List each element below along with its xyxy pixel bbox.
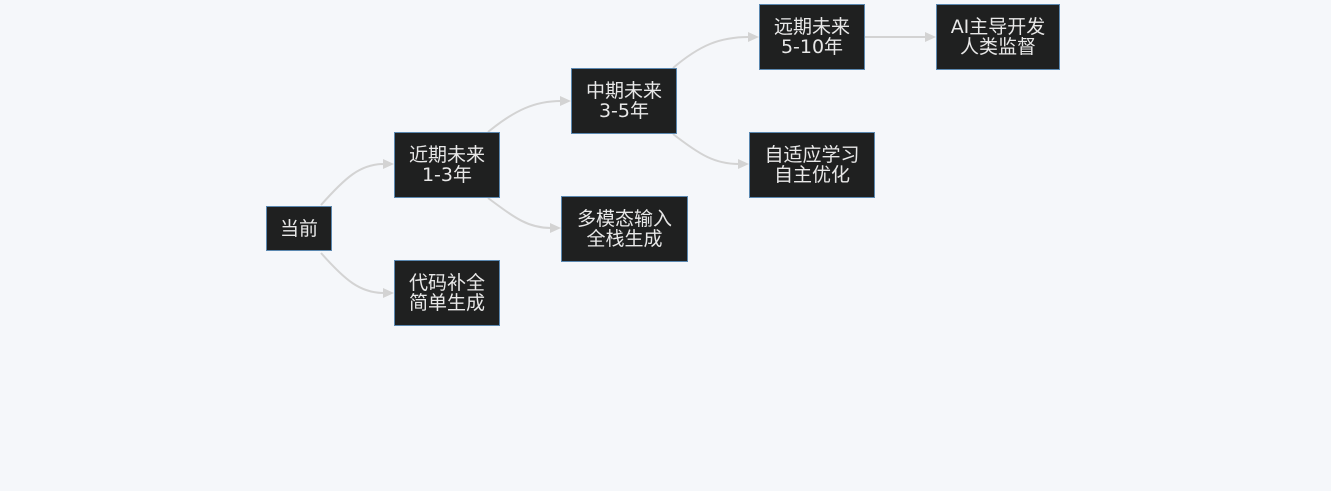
edge-near-future-to-mid-future	[487, 100, 562, 133]
edge-near-future-to-multimodal	[487, 197, 552, 229]
arrowhead	[925, 32, 936, 42]
node-current: 当前	[266, 206, 332, 251]
node-far-future: 远期未来 5-10年	[759, 4, 865, 70]
node-mid-future: 中期未来 3-5年	[571, 68, 677, 134]
node-adaptive-learning-line-2: 自主优化	[773, 164, 850, 186]
node-adaptive-learning-line-1: 自适应学习	[764, 144, 860, 166]
arrowhead	[550, 223, 561, 233]
node-near-future-line-2: 1-3年	[421, 164, 473, 186]
node-ai-led-line-2: 人类监督	[959, 36, 1036, 58]
node-code-completion: 代码补全 简单生成	[394, 260, 500, 326]
node-near-future-line-1: 近期未来	[408, 144, 485, 166]
node-multimodal-line-1: 多模态输入	[576, 208, 672, 230]
arrowhead	[383, 159, 394, 169]
node-code-completion-line-2: 简单生成	[408, 292, 485, 314]
node-code-completion-line-1: 代码补全	[408, 272, 485, 294]
node-mid-future-line-2: 3-5年	[598, 100, 650, 122]
edge-current-to-code-completion	[320, 252, 385, 294]
arrowhead	[738, 159, 749, 169]
node-far-future-line-2: 5-10年	[780, 36, 844, 58]
node-far-future-line-1: 远期未来	[773, 16, 850, 38]
arrowhead	[748, 32, 759, 42]
node-ai-led-line-1: AI主导开发	[950, 16, 1046, 38]
arrowhead	[383, 288, 394, 298]
node-adaptive-learning: 自适应学习 自主优化	[749, 132, 875, 198]
node-multimodal: 多模态输入 全栈生成	[561, 196, 688, 262]
node-mid-future-line-1: 中期未来	[585, 80, 662, 102]
arrowhead	[560, 96, 571, 106]
edge-current-to-near-future	[320, 163, 385, 206]
node-near-future: 近期未来 1-3年	[394, 132, 500, 198]
node-current-line-1: 当前	[279, 217, 318, 240]
node-ai-led: AI主导开发 人类监督	[936, 4, 1060, 70]
edge-mid-future-to-adaptive-learning	[672, 133, 740, 165]
node-multimodal-line-2: 全栈生成	[586, 228, 663, 250]
edge-mid-future-to-far-future	[672, 36, 750, 69]
